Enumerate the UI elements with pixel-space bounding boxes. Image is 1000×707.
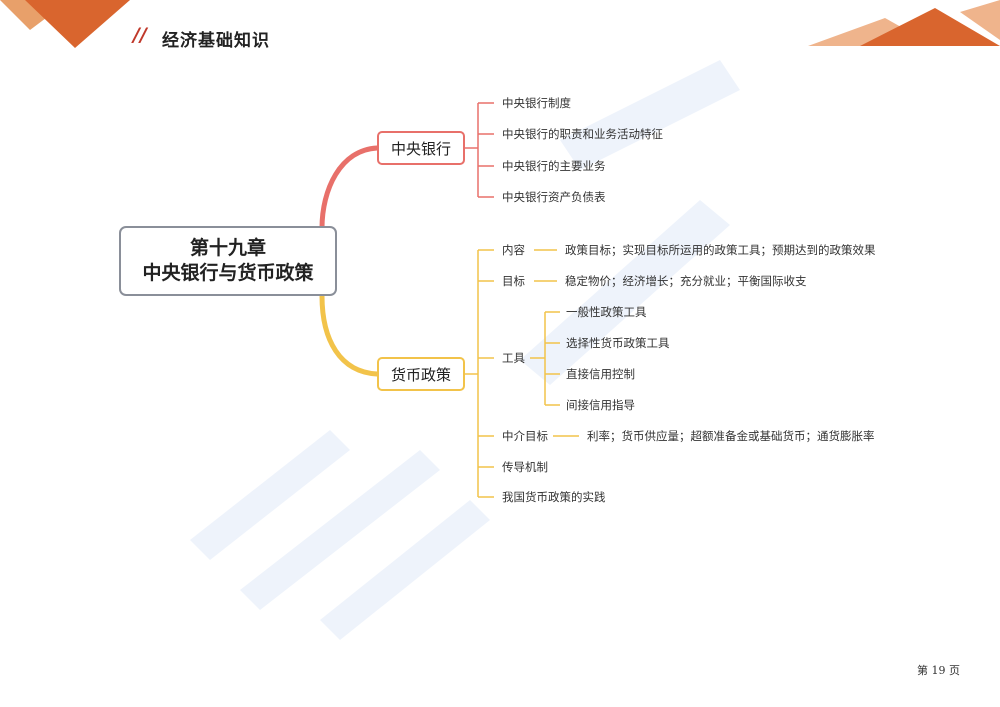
cb-item-system: 中央银行制度 (502, 96, 571, 110)
header-slash-mark: // (133, 24, 147, 46)
page-number: 第 19 页 (917, 664, 960, 677)
watermark (190, 60, 740, 640)
mp-tool-selective: 选择性货币政策工具 (566, 336, 670, 350)
header-title: 经济基础知识 (162, 31, 270, 51)
branch-node-central-bank: 中央银行 (377, 131, 465, 165)
mp-intermediate-label: 中介目标 (502, 429, 548, 443)
mp-transmission: 传导机制 (502, 460, 548, 474)
mp-content-detail: 政策目标；实现目标所运用的政策工具；预期达到的政策效果 (565, 243, 876, 257)
mindmap-root-node: 第十九章 中央银行与货币政策 (119, 226, 337, 296)
mp-tool-general: 一般性政策工具 (566, 305, 647, 319)
corner-triangle-left-dark (25, 0, 130, 48)
branch-node-monetary-policy: 货币政策 (377, 357, 465, 391)
mp-tool-indirect-credit: 间接信用指导 (566, 398, 635, 412)
corner-triangle-right-edge (960, 0, 1000, 40)
mp-tools-label: 工具 (502, 351, 525, 365)
cb-item-duties: 中央银行的职责和业务活动特征 (502, 127, 663, 141)
cb-item-business: 中央银行的主要业务 (502, 159, 606, 173)
root-line2: 中央银行与货币政策 (142, 262, 314, 284)
mp-content-label: 内容 (502, 243, 525, 257)
root-line1: 第十九章 (189, 237, 266, 259)
cb-item-balance-sheet: 中央银行资产负债表 (502, 190, 606, 204)
mp-goal-detail: 稳定物价；经济增长；充分就业；平衡国际收支 (565, 274, 807, 288)
mp-intermediate-detail: 利率；货币供应量；超额准备金或基础货币；通货膨胀率 (587, 429, 875, 443)
mp-practice: 我国货币政策的实践 (502, 490, 606, 504)
mp-goal-label: 目标 (502, 274, 525, 288)
mp-tool-direct-credit: 直接信用控制 (566, 367, 635, 381)
corner-triangle-right-dark (860, 8, 1000, 46)
